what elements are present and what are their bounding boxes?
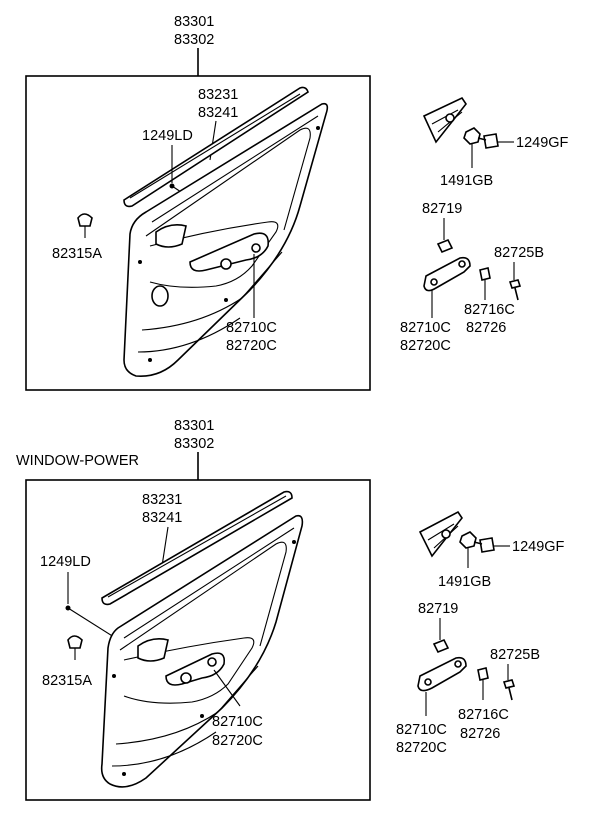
bottom-handle-label-2: 82720C (212, 733, 263, 749)
top-small-handle-label-1: 82710C (400, 320, 451, 336)
top-small-screw-icon (508, 279, 522, 301)
top-nut-icon (463, 127, 481, 145)
top-small-handle-label-2: 82720C (400, 338, 451, 354)
top-handle-label-2: 82720C (226, 338, 277, 354)
bottom-nut-icon (459, 531, 477, 549)
bottom-right-section: 1491GB 1249GF 82719 82710C 82720C 82716C… (396, 510, 565, 756)
top-inner-handle (189, 232, 270, 272)
bottom-section: 83301 83302 WINDOW-POWER 83231 83241 124… (16, 418, 371, 801)
bottom-small-handle-icon (417, 656, 467, 692)
bottom-door-trim-panel (100, 514, 304, 788)
top-cover-icon (479, 267, 491, 281)
top-right-section: 1491GB 1249GF 82719 82710C 82720C 82716C… (400, 96, 569, 354)
top-handle-label-1: 82710C (226, 320, 277, 336)
top-small-screw-label: 82725B (494, 245, 544, 261)
top-weatherstrip (123, 86, 309, 208)
top-cap-label: 82719 (422, 201, 462, 217)
bottom-weatherstrip (101, 490, 293, 606)
window-power-caption: WINDOW-POWER (16, 453, 139, 469)
top-screw-label: 1249LD (142, 128, 193, 144)
bottom-assembly-label-2: 83302 (174, 436, 214, 452)
top-weatherstrip-label-1: 83231 (198, 87, 238, 103)
bottom-small-screw-label: 82725B (490, 647, 540, 663)
top-weatherstrip-label-2: 83241 (198, 105, 238, 121)
bottom-small-handle-label-1: 82710C (396, 722, 447, 738)
top-assembly-label-2: 83302 (174, 32, 214, 48)
bottom-small-handle-label-2: 82720C (396, 740, 447, 756)
bottom-nut-label: 1491GB (438, 574, 491, 590)
top-bolt-label: 1249GF (516, 135, 569, 151)
bottom-clip-label: 82315A (42, 673, 92, 689)
top-small-handle-icon (423, 256, 471, 292)
bottom-weatherstrip-label-2: 83241 (142, 510, 182, 526)
bottom-inner-handle (165, 652, 226, 686)
bottom-bolt-icon (473, 537, 495, 553)
top-clip-label: 82315A (52, 246, 102, 262)
top-nut-label: 1491GB (440, 173, 493, 189)
top-section: 83301 83302 83231 83241 1249LD (25, 14, 371, 391)
bottom-handle-label-1: 82710C (212, 714, 263, 730)
bottom-clip-icon (67, 635, 83, 660)
bottom-handle-leader (213, 669, 241, 707)
bottom-cover-icon (477, 667, 489, 681)
bottom-assembly-label-1: 83301 (174, 418, 214, 434)
bottom-bracket-icon (418, 510, 463, 558)
top-cover-label-2: 82726 (466, 320, 506, 336)
top-bracket-icon (422, 96, 467, 144)
top-cap-icon (436, 238, 454, 254)
bottom-weatherstrip-label-1: 83231 (142, 492, 182, 508)
bottom-cap-icon (432, 638, 450, 654)
bottom-weatherstrip-leader (161, 526, 169, 567)
top-cover-label-1: 82716C (464, 302, 515, 318)
top-clip-icon (77, 213, 93, 238)
top-bolt-icon (477, 133, 499, 149)
top-assembly-label-1: 83301 (174, 14, 214, 30)
bottom-screw-label: 1249LD (40, 554, 91, 570)
bottom-cover-label-2: 82726 (460, 726, 500, 742)
bottom-cover-label-1: 82716C (458, 707, 509, 723)
bottom-bolt-label: 1249GF (512, 539, 565, 555)
top-assembly-frame (25, 75, 371, 391)
bottom-cap-label: 82719 (418, 601, 458, 617)
bottom-assembly-frame (25, 479, 371, 801)
bottom-small-screw-icon (502, 679, 516, 701)
top-door-trim-panel (123, 102, 329, 377)
